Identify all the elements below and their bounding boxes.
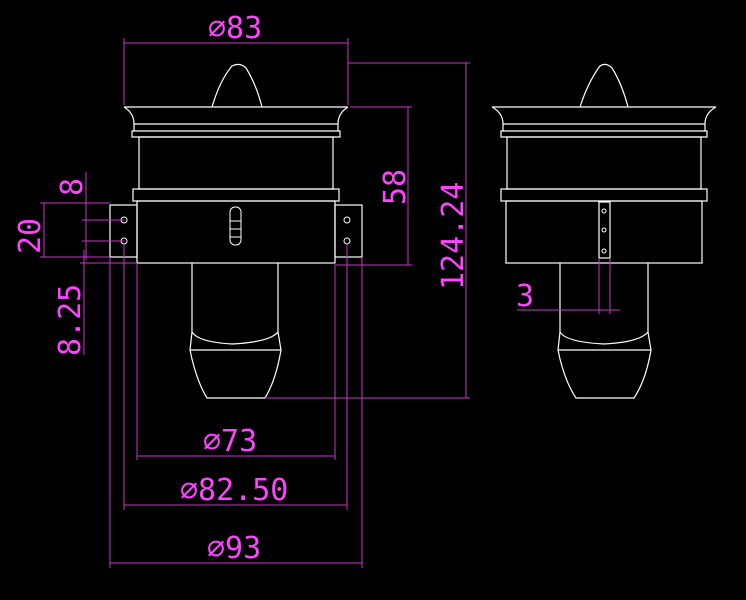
front-nose-cone [211,63,263,108]
dim-top-diameter: ⌀83 [208,11,262,46]
dim-outer-diameter: ⌀93 [207,531,261,566]
dim-total-height: 124.24 [436,182,471,290]
side-mounting-ring [500,188,708,202]
side-view [491,63,717,399]
dim-mid-diameter: ⌀82.50 [180,473,288,508]
front-upper-shroud [138,136,334,190]
front-right-bracket [334,204,363,258]
dim-bracket-offset: 8.25 [53,284,88,356]
side-exhaust-tail [557,263,652,399]
dim-height-58: 58 [378,169,413,205]
dimension-labels: ⌀83 58 124.24 8 20 8.25 ⌀73 ⌀82.50 ⌀93 3 [13,11,534,566]
dim-bracket-height: 20 [13,218,48,254]
dim-inner-diameter: ⌀73 [203,424,257,459]
dim-side-offset: 3 [516,279,534,314]
side-bracket [598,201,611,259]
front-right-hole-bottom [343,237,351,245]
dimension-lines [40,38,620,568]
dim-hole-spacing: 8 [55,178,90,196]
front-top-flange [123,106,349,138]
side-upper-shroud [506,136,702,190]
front-exhaust-tail [189,263,282,399]
side-nose-cone [579,63,629,108]
front-view [109,63,363,399]
side-top-flange [491,106,717,138]
front-lower-body [136,200,336,264]
front-right-hole-top [343,216,351,224]
side-lower-body [505,200,703,264]
front-center-slot [229,206,242,246]
front-mounting-ring [132,188,340,202]
